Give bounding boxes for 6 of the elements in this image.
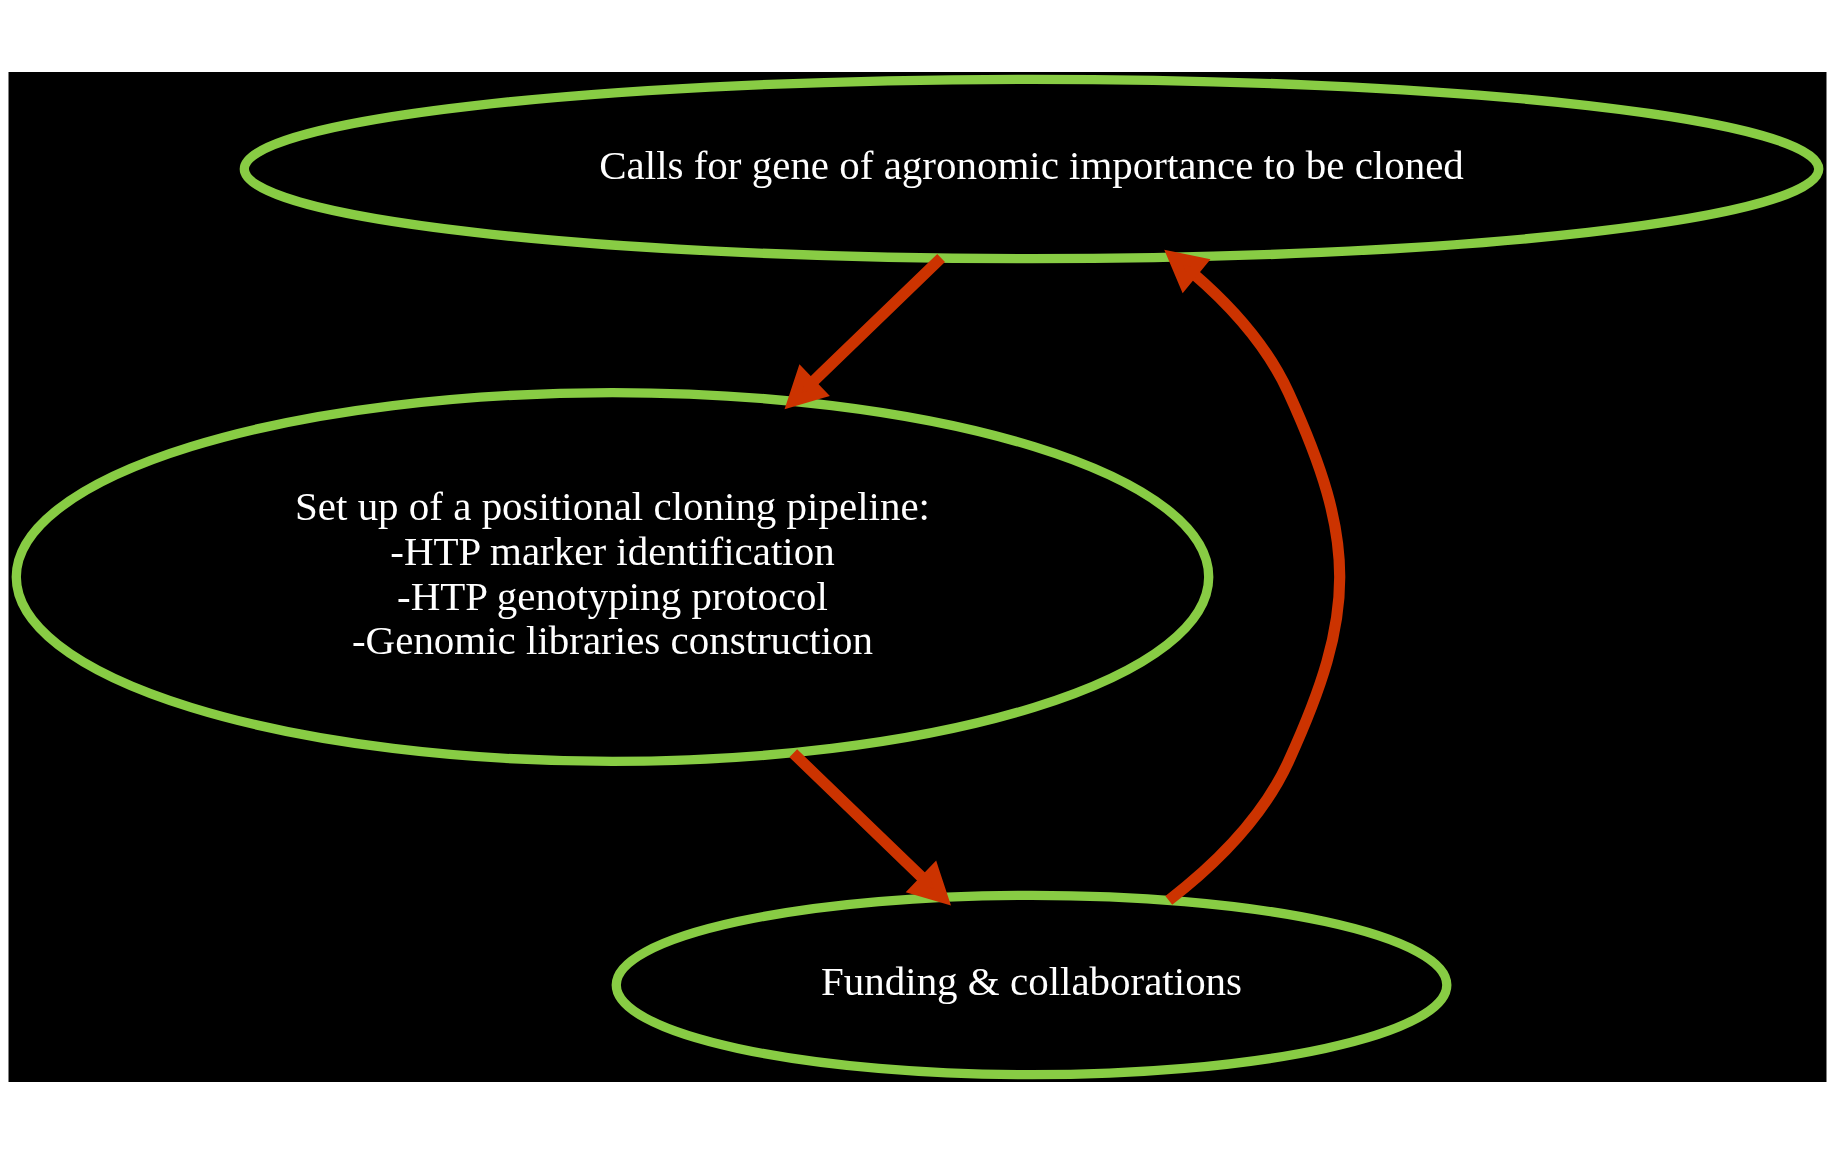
node-ellipse: Calls for gene of agronomic importance to be cloned bbox=[239, 74, 1824, 263]
arrow bbox=[789, 748, 951, 905]
arrow bbox=[784, 253, 945, 409]
node-ellipse: Set up of a positional cloning pipeline: -HTP marker identification -HTP genotyping protocol -Genomic libraries construction bbox=[11, 387, 1214, 766]
node-ellipse: Funding & collaborations bbox=[611, 890, 1452, 1079]
arrow bbox=[1164, 249, 1346, 905]
